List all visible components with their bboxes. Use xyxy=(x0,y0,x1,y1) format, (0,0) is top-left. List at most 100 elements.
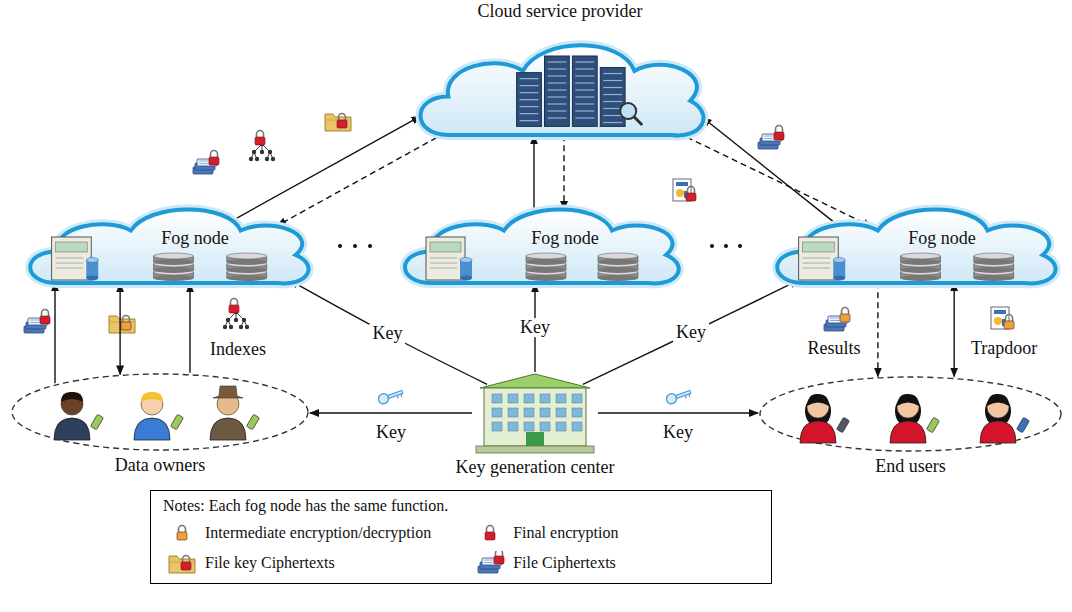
edge-label: Results xyxy=(804,340,863,360)
text-holder: Key generation center xyxy=(440,457,630,478)
text-holder: End users xyxy=(758,456,1063,477)
node-shape xyxy=(758,375,1063,453)
building-symbol xyxy=(476,374,594,453)
cloud-glow xyxy=(30,210,308,284)
node-label: Key generation center xyxy=(456,457,615,478)
fog-server-symbol xyxy=(799,237,846,281)
lock-icon xyxy=(181,556,191,571)
lock-icon xyxy=(255,131,265,146)
lock-icon xyxy=(209,151,219,166)
lock-icon xyxy=(177,526,187,541)
connector-arrow xyxy=(119,283,120,374)
legend-item: File key Ciphertexts xyxy=(167,551,431,575)
group-outline xyxy=(760,377,1061,451)
person-figure xyxy=(134,392,170,440)
connector-arrow xyxy=(290,280,488,384)
person-figure xyxy=(54,392,90,440)
cloud-glow xyxy=(421,45,704,135)
key-generation-center: Key generation center xyxy=(440,372,630,480)
node-label: Cloud service provider xyxy=(478,1,643,22)
folder-icon xyxy=(325,114,351,131)
edge-label: Key xyxy=(373,423,409,443)
connector-arrow xyxy=(678,133,872,227)
node-label: End users xyxy=(875,456,946,477)
folder-icon xyxy=(109,316,135,333)
edge-label: Indexes xyxy=(207,340,269,360)
legend-icon xyxy=(167,521,197,545)
lock-icon xyxy=(40,310,50,325)
edge-label: Key xyxy=(369,324,405,344)
text-holder: Fog node xyxy=(140,228,250,249)
node-shape xyxy=(472,372,598,454)
phone-symbol xyxy=(926,417,939,433)
person-figure xyxy=(210,386,246,440)
text-holder: Notes: Each fog node has the same functi… xyxy=(163,497,759,515)
person-figure xyxy=(800,394,836,443)
fog-node: Fog node xyxy=(390,192,690,297)
legend-item: File Ciphertexts xyxy=(475,551,618,575)
folder-icon xyxy=(169,556,195,573)
node-shape xyxy=(10,372,310,452)
legend-icon xyxy=(475,521,505,545)
lock-icon xyxy=(494,551,504,564)
lock-icon xyxy=(686,187,696,202)
edge-label: Key xyxy=(660,423,696,443)
lock-icon xyxy=(121,316,131,331)
text-holder: Cloud service provider xyxy=(405,1,715,22)
connector-arrow xyxy=(277,133,445,226)
connector-arrow xyxy=(54,282,55,383)
legend-text: Intermediate encryption/decryption xyxy=(205,524,431,542)
cloud-outline xyxy=(777,210,1055,284)
text-holder: Fog node xyxy=(887,228,997,249)
connector-arrow xyxy=(310,412,472,413)
disk-stack-symbol xyxy=(154,253,194,281)
person-figure xyxy=(980,394,1016,443)
connector-arrow xyxy=(533,135,534,212)
connector-arrow xyxy=(953,282,954,376)
edge-label: Trapdoor xyxy=(968,340,1040,360)
legend: Intermediate encryption/decryption Final … xyxy=(163,521,759,575)
phone-symbol xyxy=(836,417,849,433)
cloud-outline xyxy=(405,210,679,284)
edge-label: Key xyxy=(673,323,709,343)
key-icon xyxy=(377,387,404,405)
group-outline xyxy=(12,374,308,450)
connector-arrow xyxy=(189,283,190,372)
node-label: Fog node xyxy=(908,228,976,249)
lock-icon xyxy=(774,126,784,141)
connector-arrow xyxy=(877,282,878,376)
lock-icon xyxy=(1004,315,1014,330)
data-owner-group: Data owners xyxy=(10,372,310,478)
lock-icon xyxy=(485,526,495,541)
node-label: Fog node xyxy=(161,228,229,249)
node-shape xyxy=(405,24,715,152)
disk-stack-symbol xyxy=(901,253,941,281)
key-icon xyxy=(665,387,692,405)
cloud-glow xyxy=(405,210,679,284)
connector-arrow xyxy=(563,135,564,209)
text-holder: Data owners xyxy=(10,455,310,476)
connector-arrow xyxy=(583,280,799,384)
lock-icon xyxy=(229,299,239,314)
end-user-group: End users xyxy=(758,375,1063,479)
fog-node: Fog node xyxy=(762,192,1067,297)
node-label: Data owners xyxy=(115,455,205,476)
person-figure xyxy=(890,394,926,443)
text-holder: Fog node xyxy=(510,228,620,249)
edge-label: Key xyxy=(517,318,553,338)
legend-text: Final encryption xyxy=(513,524,618,542)
node-label: Fog node xyxy=(531,228,599,249)
connector-arrow xyxy=(703,117,839,225)
notes-box: Notes: Each fog node has the same functi… xyxy=(150,490,772,584)
legend-text: File key Ciphertexts xyxy=(205,554,335,572)
cloud-outline xyxy=(421,45,704,135)
phone-symbol xyxy=(246,414,259,430)
connector-arrow xyxy=(235,116,421,219)
fog-server-symbol xyxy=(426,237,472,281)
legend-text: File Ciphertexts xyxy=(513,554,616,572)
fog-node: Fog node xyxy=(15,192,320,297)
legend-item: Final encryption xyxy=(475,521,618,545)
legend-icon xyxy=(167,551,197,575)
phone-symbol xyxy=(170,414,183,430)
fog-server-symbol xyxy=(52,237,99,281)
